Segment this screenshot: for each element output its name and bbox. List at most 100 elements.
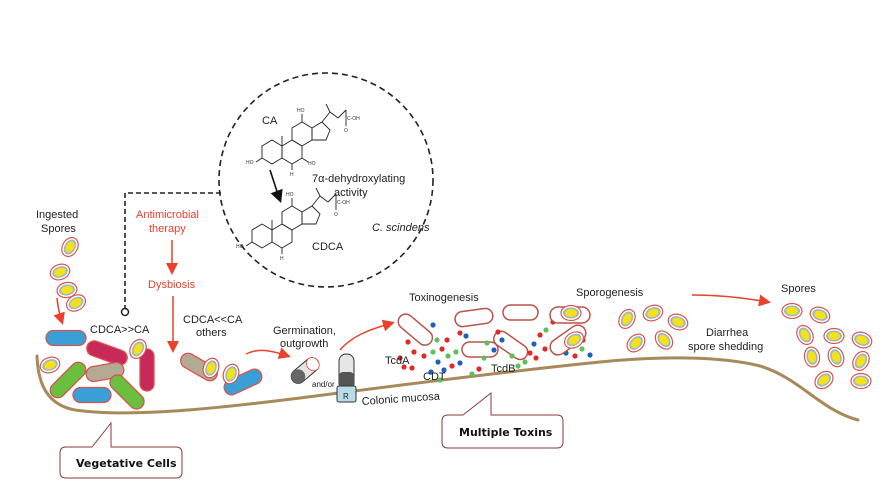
cdca-label: CDCA [312, 241, 344, 253]
connector-end-circle [120, 307, 130, 317]
spore [654, 330, 674, 350]
spore [618, 308, 636, 330]
toxin-dot [463, 333, 469, 339]
spore [803, 346, 821, 368]
cdca-molecule [245, 187, 337, 254]
toxin-dot [434, 337, 440, 343]
germination-label-line2: outgrowth [280, 338, 328, 350]
toxin-dot [587, 352, 593, 358]
spore [65, 294, 87, 312]
toxin-dot [430, 322, 436, 328]
toxin-dot [457, 330, 463, 336]
vegetative-cell [72, 386, 112, 404]
receptor-label: R [343, 392, 349, 401]
toxin-dot [421, 353, 427, 359]
ca-h-label: H [290, 172, 294, 178]
toxin-dot [401, 364, 407, 370]
spore [626, 333, 646, 353]
spore [850, 372, 872, 390]
sporogenesis-label: Sporogenesis [576, 287, 644, 299]
spore [781, 302, 803, 320]
cdca-oxygen-label: O [334, 212, 338, 218]
multiple-toxins-callout: Multiple Toxins [441, 391, 564, 449]
spore [560, 304, 582, 322]
ingested-spores-label-line2: Spores [41, 223, 76, 235]
toxin-dot [537, 332, 543, 338]
toxin-dot [444, 337, 450, 343]
reaction-label-line2: activity [334, 187, 368, 199]
spore [814, 370, 834, 390]
ca-molecule [255, 103, 347, 170]
ca-oxygen-label: O [344, 128, 348, 134]
cdt-label: CDT [423, 371, 446, 383]
tcdb-label: TcdB [491, 363, 515, 375]
toxin-dot [445, 353, 451, 359]
spores-label: Spores [781, 283, 816, 295]
toxin-dot [435, 359, 441, 365]
toxin-dot [437, 377, 443, 383]
spore [796, 324, 814, 346]
cdca-acid-label: C-OH [337, 200, 350, 206]
multiple-toxins-callout-text: Multiple Toxins [459, 426, 553, 439]
spore [667, 313, 689, 331]
spore [563, 331, 585, 349]
toxin-dot [542, 346, 548, 352]
cdca-gt-ca-label: CDCA>>CA [90, 324, 150, 336]
reaction-label-line1: 7α-dehydroxylating [312, 173, 405, 185]
toxin-dot [543, 327, 549, 333]
spore [202, 357, 220, 379]
toxin-dot [430, 349, 436, 355]
spore [852, 350, 870, 372]
spore [851, 331, 873, 349]
ca-label: CA [262, 115, 278, 127]
toxin-dot [522, 359, 528, 365]
toxin-dot [453, 349, 459, 355]
cdca-lt-ca-label-line2: others [196, 327, 227, 339]
spore [49, 263, 71, 281]
toxin-dot [484, 340, 490, 346]
vegetative-cell [139, 348, 155, 392]
and-or-label: and/or [312, 380, 335, 389]
toxin-dot [531, 341, 537, 347]
toxin-dot [428, 369, 434, 375]
molecule-dashed-circle [218, 72, 434, 288]
spore [827, 346, 845, 368]
spore [222, 363, 240, 385]
toxin-dot [499, 337, 505, 343]
vegetative-cell [223, 368, 263, 396]
spore [61, 236, 79, 258]
vegetative-cells-callout-text: Vegetative Cells [76, 457, 177, 470]
ca-oh-label-7: HO [308, 161, 316, 167]
toxin-dot [509, 353, 515, 359]
antimicrobial-label-line1: Antimicrobial [136, 209, 199, 221]
spore [39, 356, 61, 374]
vegetative-cell [109, 374, 145, 410]
ingested-spores-arrow [53, 297, 65, 325]
toxin-dot [579, 346, 585, 352]
tcda-label: TcdA [385, 355, 410, 367]
spore [642, 304, 664, 322]
toxin-dot [449, 363, 455, 369]
vegetative-cells-callout: Vegetative Cells [59, 421, 183, 479]
toxin-dot [397, 355, 403, 361]
diarrhea-label-line2: spore shedding [688, 341, 763, 353]
dysbiosis-label: Dysbiosis [148, 279, 196, 291]
germination-arrow-1 [245, 347, 291, 359]
toxin-dot [405, 339, 411, 345]
cdca-h-label: H [280, 256, 284, 262]
ingested-spores-label-line1: Ingested [36, 209, 78, 221]
spore-shedding-arrow [691, 294, 771, 307]
cdca-ho-label-3: HO [236, 244, 244, 250]
toxin-dot [469, 371, 475, 377]
vegetative-cell [49, 361, 87, 399]
toxin-dot [515, 363, 521, 369]
spore [809, 306, 831, 324]
toxin-dot [533, 355, 539, 361]
vegetative-cell [45, 329, 87, 347]
organism-label: C. scindens [372, 222, 430, 234]
germination-arrow-2 [339, 319, 395, 351]
colonic-mucosa-label: Colonic mucosa [361, 391, 441, 408]
toxinogenesis-label: Toxinogenesis [409, 292, 479, 304]
reaction-arrow [269, 169, 283, 203]
